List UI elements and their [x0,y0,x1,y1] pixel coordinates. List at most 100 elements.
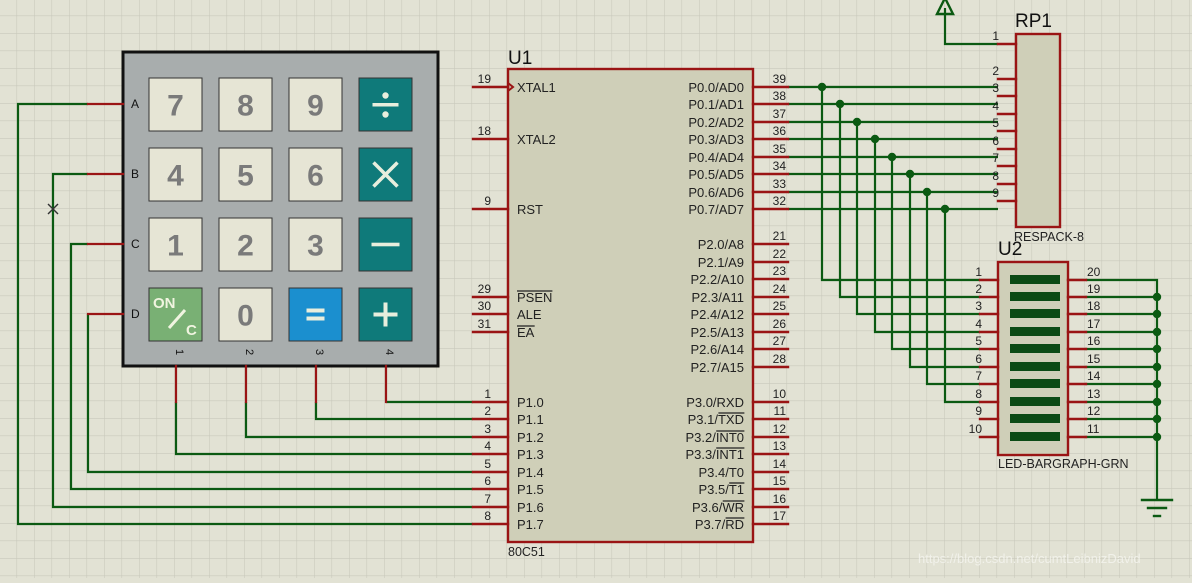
key-face[interactable] [288,77,343,132]
u1-microcontroller[interactable]: U180C5119XTAL118XTAL29RST29PSEN30ALE31EA… [471,48,790,559]
key-4[interactable]: 4 [148,147,203,202]
key-plus[interactable] [358,287,413,342]
key-face[interactable] [148,287,203,342]
key-face[interactable] [218,287,273,342]
u1-pin-p13[interactable]: 4P1.3 [471,439,544,462]
u1-pin-p11[interactable]: 2P1.1 [471,404,544,427]
u2-pin-3[interactable]: 3 [975,299,1000,316]
key-face[interactable] [148,77,203,132]
u2-pin-8[interactable]: 8 [975,387,1000,404]
key-face[interactable] [288,217,343,272]
u2-led-bargraph[interactable]: U2LED-BARGRAPH-GRN1234567891020191817161… [969,239,1129,471]
u2-pin-18[interactable]: 18 [1066,299,1101,316]
u1-pin-p17[interactable]: 8P1.7 [471,509,544,532]
u2-pin-15[interactable]: 15 [1066,352,1101,369]
u2-pin-5[interactable]: 5 [975,334,1000,351]
key-3[interactable]: 3 [288,217,343,272]
rp1-pin-1[interactable]: 1 [992,29,1018,46]
key-minus[interactable] [358,217,413,272]
u1-pin-p16[interactable]: 7P1.6 [471,492,544,515]
key-9[interactable]: 9 [288,77,343,132]
rp1-pin-8[interactable]: 8 [992,169,1018,186]
u2-pin-13[interactable]: 13 [1066,387,1101,404]
key-5[interactable]: 5 [218,147,273,202]
u1-pin-p12[interactable]: 3P1.2 [471,422,544,445]
u2-pin-9[interactable]: 9 [975,404,1000,421]
u2-pin-1[interactable]: 1 [975,265,1000,282]
key-face[interactable] [148,147,203,202]
rp1-pin-7[interactable]: 7 [992,151,1018,168]
rp1-pin-6[interactable]: 6 [992,134,1018,151]
rp1-pin-5[interactable]: 5 [992,116,1018,133]
key-multiply[interactable] [358,147,413,202]
key-face[interactable] [148,217,203,272]
u2-pin-4[interactable]: 4 [975,317,1000,334]
key-divide[interactable] [358,77,413,132]
key-face[interactable] [288,147,343,202]
rp1-pin-4[interactable]: 4 [992,99,1018,116]
key-face[interactable] [218,77,273,132]
key-8[interactable]: 8 [218,77,273,132]
u2-pin-17[interactable]: 17 [1066,317,1101,334]
ground-symbol[interactable] [1140,498,1174,518]
key-6[interactable]: 6 [288,147,343,202]
u2-pin-10[interactable]: 10 [969,422,1000,439]
u1-pin-p14[interactable]: 5P1.4 [471,457,544,480]
rp1-pin-3[interactable]: 3 [992,81,1018,98]
u2-pin-2[interactable]: 2 [975,282,1000,299]
u2-pin-19[interactable]: 19 [1066,282,1101,299]
key-1[interactable]: 1 [148,217,203,272]
key-2[interactable]: 2 [218,217,273,272]
u2-pin-6[interactable]: 6 [975,352,1000,369]
key-face[interactable] [218,147,273,202]
key-equals[interactable] [288,287,343,342]
u1-pin-p15[interactable]: 6P1.5 [471,474,544,497]
key-face[interactable] [288,287,343,342]
u2-pin-20[interactable]: 20 [1066,265,1101,282]
key-on-clear[interactable]: ONC [148,287,203,342]
u2-pin-7[interactable]: 7 [975,369,1000,386]
key-0[interactable]: 0 [218,287,273,342]
power-symbol[interactable] [935,0,955,16]
u2-pin-14[interactable]: 14 [1066,369,1101,386]
rp1-pin-9[interactable]: 9 [992,186,1018,203]
key-face[interactable] [218,217,273,272]
u2-pin-12[interactable]: 12 [1066,404,1101,421]
u1-pin-p10[interactable]: 1P1.0 [471,387,544,410]
key-7[interactable]: 7 [148,77,203,132]
u2-pin-11[interactable]: 11 [1066,422,1100,439]
